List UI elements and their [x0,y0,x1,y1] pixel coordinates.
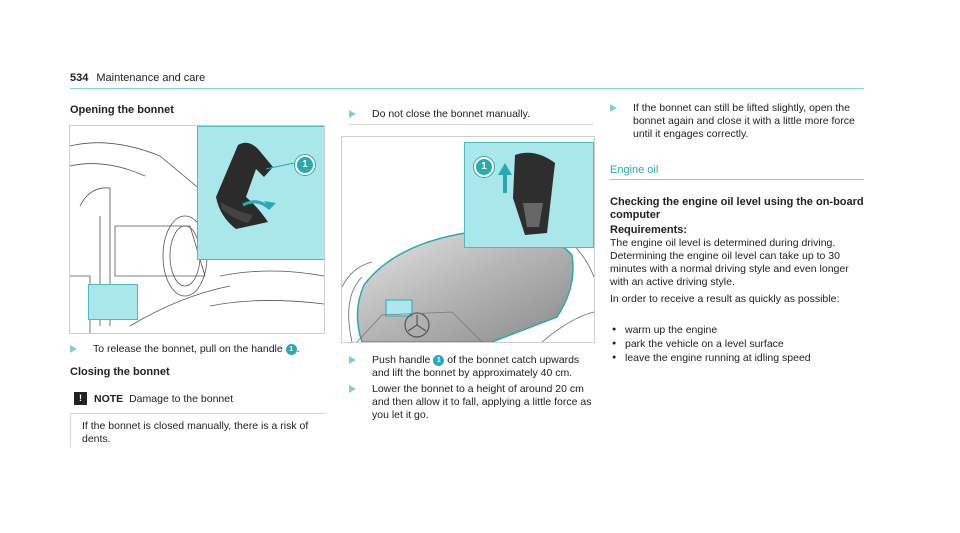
list-item: warm up the engine [612,323,864,337]
step-do-not-close: Do not close the bonnet manually. [349,108,593,121]
step2-text-end: of the bonnet catch upwards and lift the… [372,354,580,379]
note-title: Damage to the bonnet [129,393,234,405]
handle-detail-inset: 1 [197,126,324,260]
engine-oil-rule [610,179,864,180]
oil-bullet-list: warm up the engine park the vehicle on a… [612,323,864,365]
list-item: leave the engine running at idling speed [612,351,864,365]
step-reclose-bonnet: If the bonnet can still be lifted slight… [610,102,864,141]
requirements-text: The engine oil level is determined durin… [610,237,849,288]
callout-1-figure1: 1 [295,155,315,175]
step-arrow-icon [349,110,356,118]
step-top-text: Do not close the bonnet manually. [372,108,530,120]
step-arrow-icon [349,385,356,393]
callout-1-figure2: 1 [474,157,494,177]
note-label: NOTE [94,393,124,405]
requirements-label: Requirements: [610,224,688,236]
note-box: ! NOTE Damage to the bonnet If the bonne… [70,387,326,447]
section-name: Maintenance and care [96,72,206,84]
bonnet-figure: 1 [341,136,595,343]
car-front-drawing [342,228,594,342]
middle-rule [349,124,593,125]
page-header: 534 Maintenance and care [70,72,205,84]
page-number: 534 [70,72,89,84]
note-body: If the bonnet is closed manually, there … [82,420,309,445]
right-step-text: If the bonnet can still be lifted slight… [633,102,855,140]
step-arrow-icon [349,356,356,364]
handle-number-badge: 1 [285,344,297,355]
step3-text: Lower the bonnet to a height of around 2… [372,383,592,421]
handle-number-badge: 1 [433,355,445,366]
handle-location-highlight [88,284,138,320]
catch-drawing [498,152,555,235]
step-lower-bonnet: Lower the bonnet to a height of around 2… [349,383,597,422]
catch-detail-inset: 1 [464,142,594,248]
step1-text: To release the bonnet, pull on the handl… [93,343,283,355]
step2-text: Push handle [372,354,431,366]
handle-drawing [216,142,295,229]
order-text: In order to receive a result as quickly … [610,293,840,305]
step-push-handle: Push handle 1 of the bonnet catch upward… [349,354,597,380]
step-arrow-icon [70,345,77,353]
closing-heading: Closing the bonnet [70,366,170,378]
warning-icon: ! [74,392,87,405]
step1-end: . [296,343,300,355]
interior-figure: 1 [69,125,325,334]
note-left-rule [70,413,71,447]
engine-oil-title: Engine oil [610,164,659,176]
header-rule [70,88,864,89]
note-header: ! NOTE Damage to the bonnet [70,387,326,414]
step-arrow-icon [610,104,617,112]
opening-heading: Opening the bonnet [70,104,174,116]
list-item: park the vehicle on a level surface [612,337,864,351]
step-release-bonnet: To release the bonnet, pull on the handl… [70,343,326,356]
oil-subheading: Checking the engine oil level using the … [610,196,864,221]
